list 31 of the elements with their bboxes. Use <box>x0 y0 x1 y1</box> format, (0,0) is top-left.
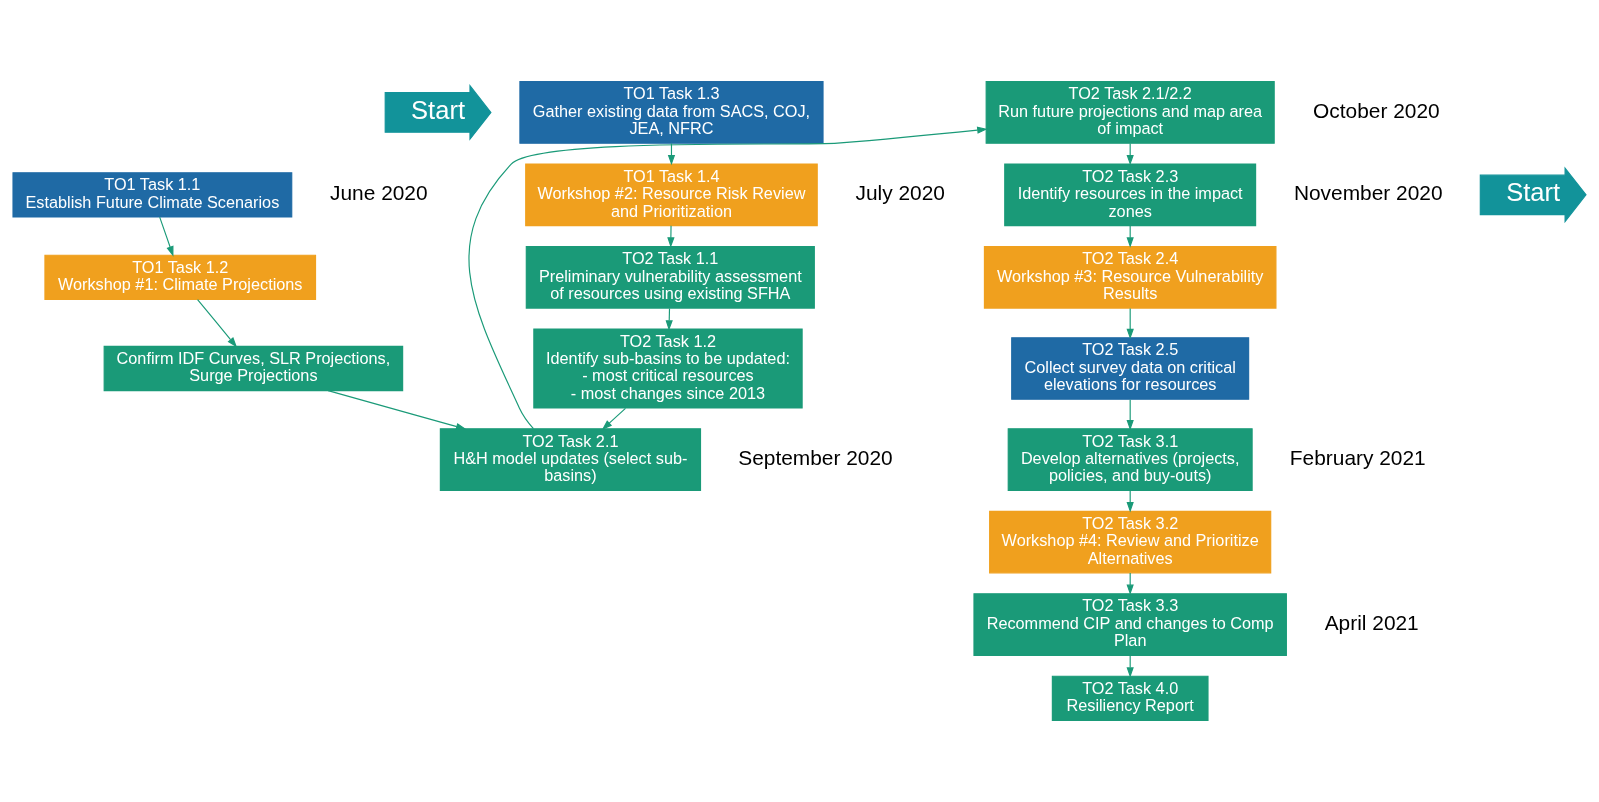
node-box: TO2 Task 3.1 Develop alternatives (projects, policies, and buy-outs) <box>1007 428 1253 491</box>
label: July 2020 <box>855 180 945 204</box>
node-box: TO2 Task 2.5 Collect survey data on critical elevations for resources <box>1011 337 1250 400</box>
node-box: TO2 Task 2.1 H&H model updates (select sub-basins) <box>439 428 702 491</box>
node-box: TO2 Task 1.1 Preliminary vulnerability assessment of resources using existing SFHA <box>525 245 815 309</box>
node-box: TO1 Task 1.4 Workshop #2: Resource Risk Review and Prioritization <box>525 163 818 227</box>
node-box: TO2 Task 4.0 Resiliency Report <box>1051 675 1209 721</box>
arrow <box>667 225 675 248</box>
arrow <box>159 216 174 257</box>
node-box: TO2 Task 3.2 Workshop #4: Review and Prioritize Alternatives <box>989 510 1272 574</box>
node-box: TO2 Task 1.2 Identify sub-basins to be updated: - most critical resources - most changes since 2013 <box>533 328 803 409</box>
arrow <box>197 298 238 348</box>
label: April 2021 <box>1324 610 1419 634</box>
label: February 2021 <box>1289 445 1426 469</box>
node-box: TO2 Task 3.3 Recommend CIP and changes to Comp Plan <box>973 593 1287 656</box>
arrow <box>601 407 627 430</box>
node-box: TO2 Task 2.3 Identify resources in the impact zones <box>1004 163 1257 227</box>
node-box: Confirm IDF Curves, SLR Projections, Surge Projections <box>103 345 404 392</box>
arrow <box>1126 308 1134 340</box>
arrow <box>1126 399 1134 431</box>
label: October 2020 <box>1313 98 1440 122</box>
node-box: TO1 Task 1.1 Establish Future Climate Scenarios <box>12 172 293 218</box>
label: November 2020 <box>1293 180 1443 204</box>
label: September 2020 <box>738 445 893 469</box>
node-box: TO2 Task 2.1/2.2 Run future projections and map area of impact <box>985 81 1275 144</box>
label: June 2020 <box>330 180 428 204</box>
node-box: TO1 Task 1.3 Gather existing data from SACS, COJ, JEA, NFRC <box>519 81 824 144</box>
node-box: TO1 Task 1.2 Workshop #1: Climate Projections <box>44 254 317 300</box>
node-box: TO2 Task 2.4 Workshop #3: Resource Vulnerability Results <box>983 245 1277 309</box>
arrow <box>468 126 988 430</box>
arrow <box>327 390 467 431</box>
